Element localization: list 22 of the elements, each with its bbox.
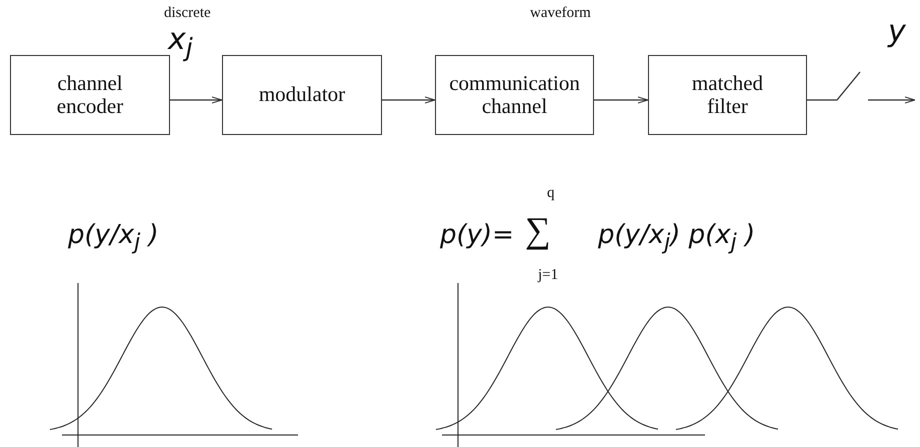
formula: q [547,186,554,201]
signal-label: waveform [530,6,591,21]
edge-label: x$_{j}$ [168,22,193,62]
box-label: matched filter [690,72,764,118]
formula: p(y/x$_{j}$ ) [68,222,159,254]
box-label: communication channel [449,72,580,118]
process-box [435,55,594,135]
formula: p(y/x$_{j}$) p(x$_{j}$ ) [598,222,756,254]
process-box [648,55,807,135]
box-label: modulator [258,83,346,107]
switch-arrow [806,71,916,104]
signal-label: discrete [164,6,211,21]
box-label: channel encoder [56,72,124,118]
process-box [10,55,170,135]
formula: p(y)= [440,222,514,248]
arrow [382,96,436,104]
arrow [170,96,222,104]
edge-label: y [888,14,906,49]
summation-sign: ∑ [525,212,551,248]
formula: j=1 [538,268,558,283]
process-box [222,55,382,135]
arrow [594,96,648,104]
